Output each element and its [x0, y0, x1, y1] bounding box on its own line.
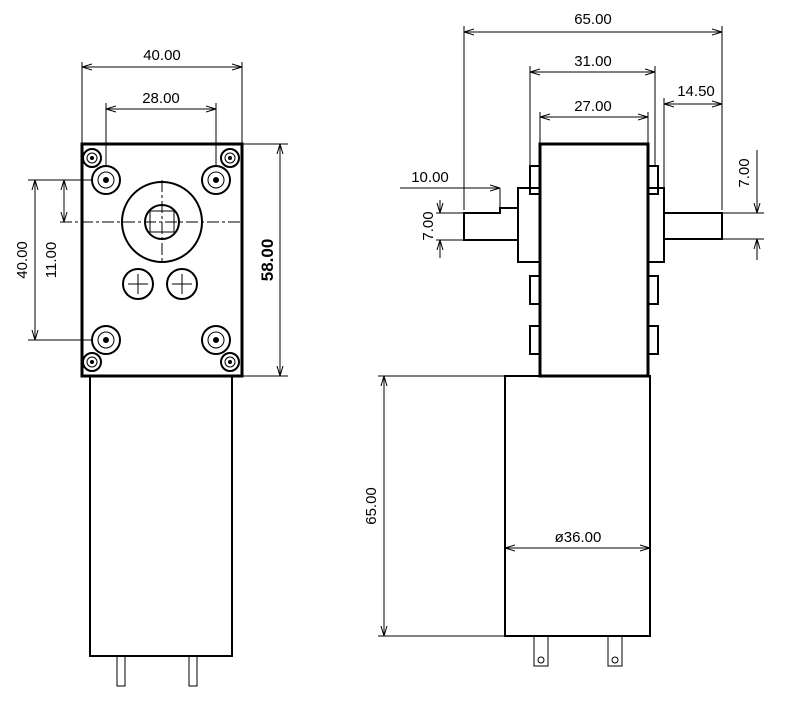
mounting-hole	[91, 165, 121, 195]
dim-side-height-label: 58.00	[258, 239, 277, 282]
boss-right	[166, 268, 198, 300]
corner-screw	[220, 148, 240, 168]
flange	[529, 325, 541, 355]
dim-shaft-offset: 11.00	[43, 179, 70, 278]
dim-shaft-offset-label: 11.00	[43, 242, 60, 278]
mounting-hole	[201, 325, 231, 355]
flange	[647, 275, 659, 305]
dim-shaft-flat: 10.00	[400, 169, 501, 208]
boss-left	[122, 268, 154, 300]
dim-shaft-flat-label: 10.00	[411, 169, 449, 186]
mounting-hole	[91, 325, 121, 355]
dim-shaft-length: 14.50	[663, 83, 722, 188]
corner-screw	[220, 352, 240, 372]
flange	[647, 325, 659, 355]
bearing-boss-right	[647, 187, 665, 263]
dim-motor-length: 65.00	[363, 375, 505, 637]
bearing-boss-left	[517, 187, 541, 263]
output-shaft-right	[663, 212, 723, 240]
dim-overall-width-label: 65.00	[574, 11, 612, 28]
terminal	[607, 635, 623, 667]
flange	[529, 165, 541, 195]
dim-hole-spacing-width: 28.00	[105, 90, 217, 165]
dim-hole-spacing-height: 40.00	[14, 179, 92, 341]
motor-body-front	[89, 375, 233, 657]
dim-overall-width: 65.00	[463, 11, 723, 210]
front-view: 40.00 28.00 58.00 40.00 11.00	[14, 47, 288, 687]
gearbox-housing	[538, 142, 650, 378]
dim-side-height: 58.00	[242, 143, 288, 377]
dim-motor-diameter-label: ø36.00	[555, 529, 602, 546]
mounting-hole	[201, 165, 231, 195]
side-view: 65.00 31.00 27.00 14.50 7.00	[363, 11, 764, 667]
corner-screw	[82, 148, 102, 168]
dim-housing-width: 27.00	[539, 98, 649, 144]
dim-shaft-diameter-right-label: 7.00	[736, 158, 753, 187]
dim-motor-length-label: 65.00	[363, 487, 380, 525]
terminal	[188, 655, 198, 687]
dim-shaft-length-label: 14.50	[677, 83, 715, 100]
dim-hole-spacing-width-label: 28.00	[142, 90, 180, 107]
dim-shaft-diameter-left: 7.00	[420, 200, 464, 258]
dim-gearbox-width: 31.00	[529, 53, 656, 166]
dim-front-width-label: 40.00	[143, 47, 181, 64]
dim-gearbox-width-label: 31.00	[574, 53, 612, 70]
dim-motor-diameter: ø36.00	[505, 529, 650, 548]
output-shaft-boss	[121, 181, 203, 263]
corner-screw	[82, 352, 102, 372]
flange	[529, 275, 541, 305]
dim-hole-spacing-height-label: 40.00	[14, 241, 31, 279]
terminal	[533, 635, 549, 667]
motor-body-side	[504, 375, 651, 637]
flange	[647, 165, 659, 195]
terminal	[116, 655, 126, 687]
dim-shaft-diameter-left-label: 7.00	[420, 211, 437, 240]
dim-housing-width-label: 27.00	[574, 98, 612, 115]
dim-front-width: 40.00	[81, 47, 243, 144]
output-shaft-left	[463, 207, 518, 241]
dim-shaft-diameter-right: 7.00	[722, 150, 764, 260]
